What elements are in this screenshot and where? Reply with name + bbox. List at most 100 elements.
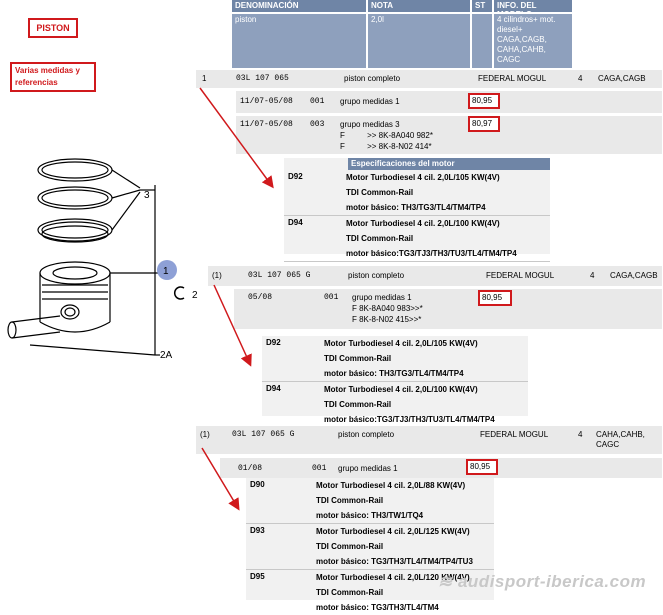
s2-sub1-code: 001 — [324, 293, 339, 302]
s3-spec-row: D93 Motor Turbodiesel 4 cil. 2,0L/125 KW… — [246, 524, 494, 570]
s2-sub1-f2: F 8K-8-N02 415>>* — [352, 315, 422, 324]
callout-1-icon — [157, 260, 177, 280]
s1-num: 1 — [202, 74, 207, 83]
cell-info: 4 cilindros+ mot. diesel+ CAGA,CAGB, CAH… — [494, 14, 572, 68]
s1-sub2-code: 003 — [310, 120, 325, 129]
pin-icon — [7, 315, 61, 339]
watermark-text: audisport-iberica.com — [457, 572, 647, 591]
s3-models: CAHA,CAHB, CAGC — [596, 430, 645, 449]
s2-spec-line: Motor Turbodiesel 4 cil. 2,0L/100 KW(4V) — [324, 385, 478, 394]
s1-brand: FEDERAL MOGUL — [478, 74, 547, 83]
callout-2: 2 — [192, 290, 198, 301]
s1-sub2-price: 80,97 — [468, 116, 500, 132]
s3-qty: 4 — [578, 430, 583, 439]
s1-sub2-f1: F >> 8K-8A040 982* — [340, 131, 433, 140]
s3-spec-line: TDI Common-Rail — [316, 542, 384, 551]
s3-spec-line: motor básico: TG3/TH3/TL4/TM4 — [316, 603, 439, 612]
cell-st — [472, 14, 492, 68]
cell-denominacion: piston — [232, 14, 366, 68]
s2-spec-row: D92 Motor Turbodiesel 4 cil. 2,0L/105 KW… — [262, 336, 528, 382]
s2-spec-line: Motor Turbodiesel 4 cil. 2,0L/105 KW(4V) — [324, 339, 478, 348]
s1-spec-row: D92 Motor Turbodiesel 4 cil. 2,0L/105 KW… — [284, 170, 550, 216]
varias-label: Varias medidas y referencias — [10, 62, 96, 92]
s2-part: 03L 107 065 G — [248, 271, 311, 280]
s1-models: CAGA,CAGB — [598, 74, 646, 83]
piston-diagram: 1 2 3 2A — [7, 158, 198, 361]
s3-brand: FEDERAL MOGUL — [480, 430, 549, 439]
piston-label: PISTON — [28, 18, 78, 38]
s3-sub1-date: 01/08 — [238, 464, 263, 473]
watermark-logo-icon: ≋ — [438, 572, 458, 591]
s3-spec-line: motor básico: TH3/TW1/TQ4 — [316, 511, 424, 520]
s2-sub1-date: 05/08 — [248, 293, 273, 302]
s3-spec-line: TDI Common-Rail — [316, 588, 384, 597]
s1-part: 03L 107 065 — [236, 74, 289, 83]
s1-spec-line: motor básico: TH3/TG3/TL4/TM4/TP4 — [346, 203, 486, 212]
s2-sub1-price: 80,95 — [478, 290, 512, 306]
s2-spec-line: TDI Common-Rail — [324, 400, 392, 409]
s1-sub2-f2: F >> 8K-8-N02 414* — [340, 142, 432, 151]
s2-brand: FEDERAL MOGUL — [486, 271, 555, 280]
s3-spec-code: D95 — [250, 572, 265, 581]
s1-sub2-row: 11/07-05/08 003 grupo medidas 3 F >> 8K-… — [236, 116, 662, 154]
s3-sub1-price: 80,95 — [466, 459, 498, 475]
s1-spec-row: D94 Motor Turbodiesel 4 cil. 2,0L/100 KW… — [284, 216, 550, 262]
s3-spec-line: Motor Turbodiesel 4 cil. 2,0L/88 KW(4V) — [316, 481, 466, 490]
s1-sub2-date: 11/07-05/08 — [240, 120, 293, 129]
hdr-st: ST — [472, 0, 492, 12]
s3-spec-line: motor básico: TG3/TH3/TL4/TM4/TP4/TU3 — [316, 557, 473, 566]
s1-sub2-desc: grupo medidas 3 — [340, 120, 400, 129]
s1-spec-code: D94 — [288, 218, 303, 227]
s2-spec-code: D94 — [266, 384, 281, 393]
s1-sub1-row: 11/07-05/08 001 grupo medidas 1 — [236, 91, 662, 113]
piston-icon — [39, 261, 111, 333]
callout-3: 3 — [144, 190, 150, 201]
s2-num: (1) — [212, 271, 222, 280]
s3-main-row: (1) 03L 107 065 G piston completo FEDERA… — [196, 426, 662, 454]
s1-sub1-date: 11/07-05/08 — [240, 97, 293, 106]
s1-sub1-desc: grupo medidas 1 — [340, 97, 400, 106]
s2-spec-line: motor básico: TH3/TG3/TL4/TM4/TP4 — [324, 369, 464, 378]
s2-spec-line: TDI Common-Rail — [324, 354, 392, 363]
s1-spec-line: Motor Turbodiesel 4 cil. 2,0L/105 KW(4V) — [346, 173, 500, 182]
top-table: DENOMINACIÓN NOTA ST INFO. DEL MODELO pi… — [232, 0, 662, 68]
cell-nota: 2,0l — [368, 14, 470, 68]
arrow-3 — [201, 447, 240, 511]
s2-sub1-row: 05/08 001 grupo medidas 1 F 8K-8A040 983… — [234, 289, 662, 329]
s1-spec-table: Especificaciones del motor D92 Motor Tur… — [284, 158, 550, 262]
arrow-1 — [199, 87, 274, 189]
red-arrows — [199, 87, 274, 511]
s1-main-row: 1 03L 107 065 piston completo FEDERAL MO… — [196, 70, 662, 88]
arrow-2 — [213, 284, 252, 367]
s1-spec-line: TDI Common-Rail — [346, 188, 414, 197]
s2-models: CAGA,CAGB — [610, 271, 658, 280]
s2-sub1-desc: grupo medidas 1 — [352, 293, 412, 302]
s3-spec-code: D93 — [250, 526, 265, 535]
s1-spec-line: motor básico:TG3/TJ3/TH3/TU3/TL4/TM4/TP4 — [346, 249, 517, 258]
s1-qty: 4 — [578, 74, 583, 83]
s3-spec-code: D90 — [250, 480, 265, 489]
s3-sub1-code: 001 — [312, 464, 327, 473]
s3-spec-line: Motor Turbodiesel 4 cil. 2,0L/120 KW(4V) — [316, 573, 470, 582]
s2-sub1-f1: F 8K-8A040 983>>* — [352, 304, 423, 313]
s3-spec-row: D90 Motor Turbodiesel 4 cil. 2,0L/88 KW(… — [246, 478, 494, 524]
s2-desc: piston completo — [348, 271, 405, 280]
s2-spec-table: D92 Motor Turbodiesel 4 cil. 2,0L/105 KW… — [262, 336, 528, 428]
s1-desc: piston completo — [344, 74, 401, 83]
s1-sub1-code: 001 — [310, 97, 325, 106]
s2-qty: 4 — [590, 271, 595, 280]
s1-spec-code: D92 — [288, 172, 303, 181]
callout-1: 1 — [163, 266, 169, 277]
s2-main-row: (1) 03L 107 065 G piston completo FEDERA… — [208, 266, 662, 286]
s1-spec-line: Motor Turbodiesel 4 cil. 2,0L/100 KW(4V) — [346, 219, 500, 228]
s2-spec-code: D92 — [266, 338, 281, 347]
hdr-nota: NOTA — [368, 0, 470, 12]
s3-desc: piston completo — [338, 430, 395, 439]
callout-2a: 2A — [160, 350, 173, 361]
s3-part: 03L 107 065 G — [232, 430, 295, 439]
s3-sub1-row: 01/08 001 grupo medidas 1 — [220, 458, 662, 478]
s3-spec-line: Motor Turbodiesel 4 cil. 2,0L/125 KW(4V) — [316, 527, 470, 536]
s1-spec-title: Especificaciones del motor — [348, 158, 550, 170]
watermark: ≋ audisport-iberica.com — [438, 572, 646, 592]
s3-spec-line: TDI Common-Rail — [316, 496, 384, 505]
